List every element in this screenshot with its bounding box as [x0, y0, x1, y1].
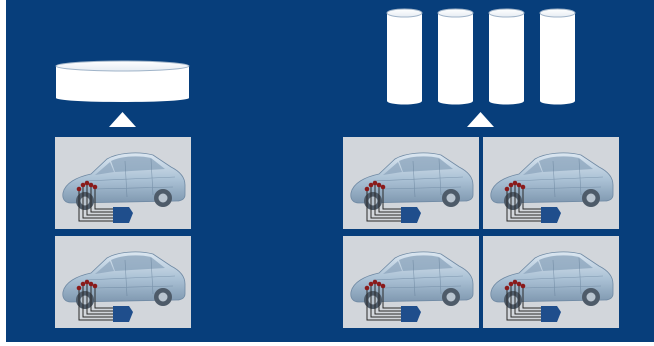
left-storage-icon	[56, 61, 189, 102]
right-vehicle-4	[483, 236, 619, 328]
left-vehicle-1	[55, 137, 191, 229]
left-vehicle-2	[55, 236, 191, 328]
storage-cylinder-1	[387, 9, 422, 105]
right-vehicle-1	[343, 137, 479, 229]
storage-cylinder-3	[489, 9, 524, 105]
storage-cylinder-2	[438, 9, 473, 105]
storage-cylinder-4	[540, 9, 575, 105]
right-vehicle-3	[343, 236, 479, 328]
right-vehicle-2	[483, 137, 619, 229]
